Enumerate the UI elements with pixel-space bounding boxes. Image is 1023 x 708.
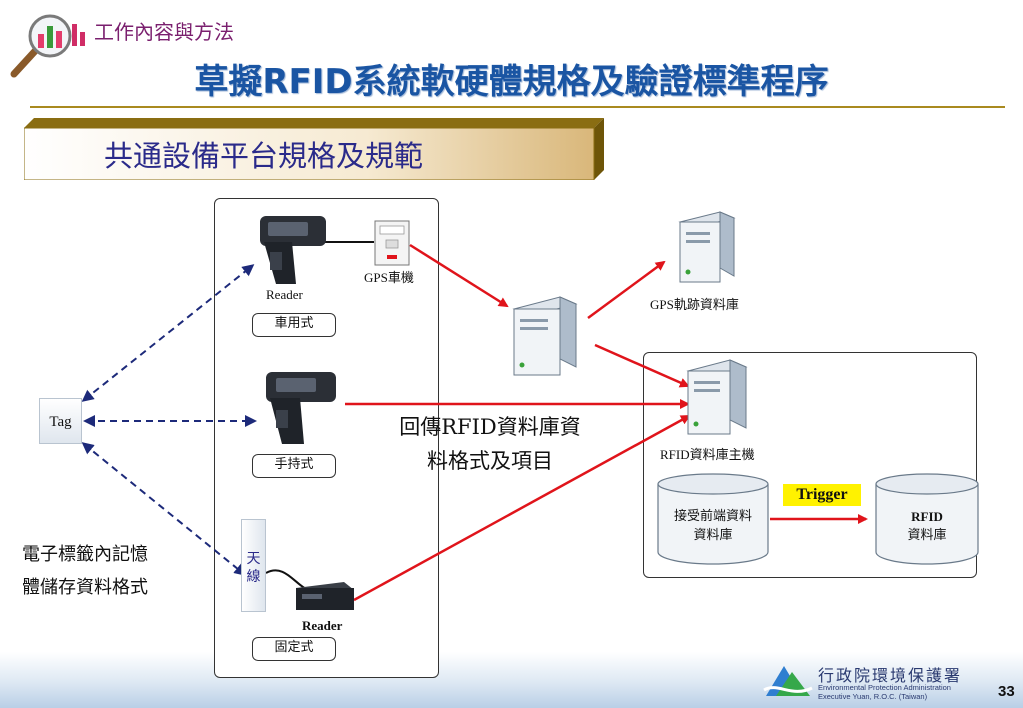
handheld-reader-icon [266, 372, 336, 444]
gps-db-label: GPS軌跡資料庫 [650, 297, 739, 312]
tag-antenna-link [81, 442, 247, 576]
org-name-en-line2: Executive Yuan, R.O.C. (Taiwan) [818, 692, 928, 701]
handheld-mode-label: 手持式 [252, 454, 336, 478]
section-label: 工作內容與方法 [94, 20, 234, 44]
rfid-host-label: RFID資料庫主機 [660, 447, 755, 462]
server-to-gpsdb-arrow [587, 260, 666, 320]
org-name-en-line1: Environmental Protection Administration [818, 683, 951, 692]
antenna-label-2: 線 [246, 569, 261, 585]
return-format-note-line2: 料格式及項目 [427, 449, 553, 473]
gps-unit-label: GPS車機 [364, 270, 414, 285]
front-db-label-line2: 資料庫 [693, 528, 733, 543]
epa-logo-icon [763, 666, 813, 696]
front-db-cylinder [657, 473, 769, 565]
vehicle-mode-label: 車用式 [252, 313, 336, 337]
fixed-to-rfidhost-arrow [353, 414, 691, 602]
antenna-label-1: 天 [246, 551, 261, 567]
org-name-cn: 行政院環境保護署 [818, 666, 963, 685]
fixed-reader-icon [296, 582, 354, 610]
title-divider [30, 106, 1005, 108]
page-title: 草擬RFID系統軟硬體規格及驗證標準程序 [194, 62, 829, 102]
magnifier-chart-icon [10, 14, 85, 78]
trigger-label: Trigger [783, 484, 861, 506]
gps-db-server-icon [678, 211, 736, 283]
server-to-rfidhost-arrow [594, 343, 690, 388]
banner-title: 共通設備平台規格及規範 [104, 139, 424, 173]
tag-vehicle-link [81, 264, 255, 402]
tag-memory-note: 電子標籤內記憶 體儲存資料格式 [22, 538, 148, 604]
rfid-db-label-line2: 資料庫 [907, 528, 947, 543]
antenna-box: 天 線 [241, 519, 266, 612]
vehicle-reader-icon [260, 216, 326, 284]
front-db-label: 接受前端資料 資料庫 [656, 507, 770, 545]
rfid-db-cylinder [875, 473, 979, 565]
tag-memory-note-line2: 體儲存資料格式 [22, 577, 148, 598]
tag-memory-note-line1: 電子標籤內記憶 [22, 544, 148, 565]
front-db-label-line1: 接受前端資料 [673, 509, 752, 524]
org-name-en: Environmental Protection Administration … [818, 683, 951, 701]
return-format-note-line1: 回傳RFID資料庫資 [399, 415, 581, 439]
page-number: 33 [998, 683, 1015, 700]
rfid-db-label: RFID 資料庫 [874, 507, 980, 545]
section-banner [24, 118, 604, 180]
central-server-icon [512, 296, 578, 376]
vehicle-reader-label: Reader [266, 287, 303, 302]
gps-to-server-arrow [409, 243, 509, 308]
gps-unit-icon [374, 220, 410, 266]
return-format-note: 回傳RFID資料庫資 料格式及項目 [370, 410, 610, 478]
fixed-mode-label: 固定式 [252, 637, 336, 661]
tag-box: Tag [39, 398, 82, 444]
rfid-host-server-icon [686, 359, 748, 435]
rfid-db-label-line1: RFID [911, 509, 943, 524]
fixed-reader-label: Reader [302, 618, 343, 633]
footer-band [0, 652, 1023, 708]
